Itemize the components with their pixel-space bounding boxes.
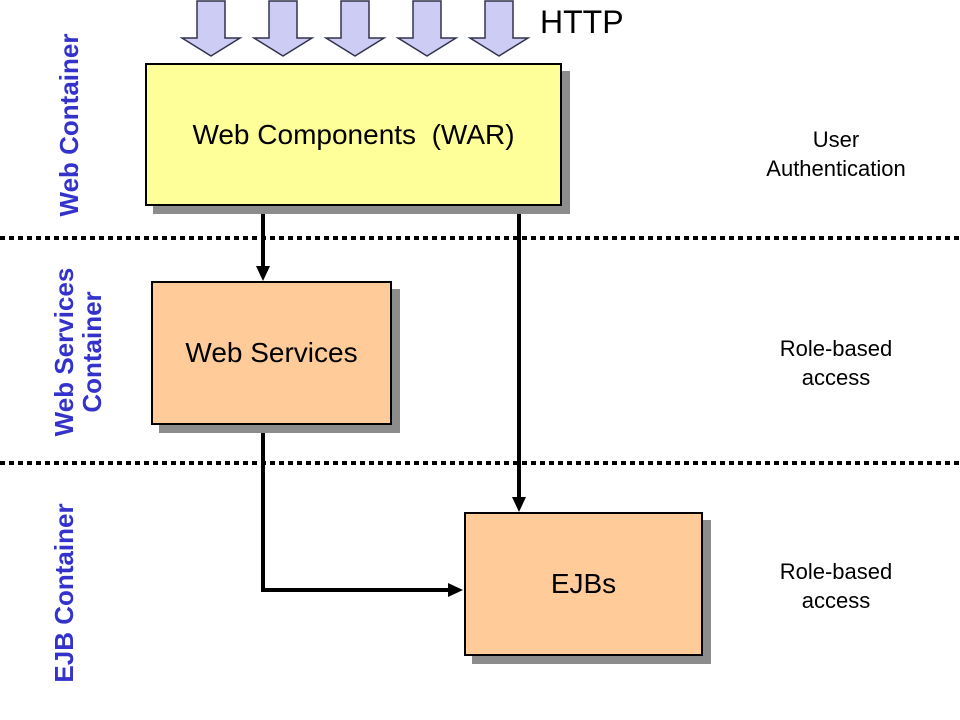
- http-flow-arrows: [179, 0, 531, 57]
- band-label-line: Container: [77, 291, 107, 413]
- down-block-arrow-icon: [323, 0, 387, 57]
- annotation-line: access: [801, 365, 871, 390]
- down-block-arrow-icon: [179, 0, 243, 57]
- down-block-arrow-icon: [467, 0, 531, 57]
- annotation-line: Role-based: [779, 559, 893, 584]
- band-label-line: Web Services: [49, 267, 79, 437]
- role-based-access-label-1: Role-based access: [726, 334, 946, 392]
- band-label-web-services-container: Web Services Container: [49, 222, 107, 482]
- annotation-line: User: [812, 127, 860, 152]
- connector-webservices-to-ejbs: [261, 420, 449, 592]
- arrowhead-icon: [448, 583, 463, 597]
- annotation-line: access: [801, 588, 871, 613]
- annotation-line: Authentication: [766, 156, 906, 181]
- web-services-box: Web Services: [151, 281, 392, 425]
- arrowhead-icon: [256, 266, 270, 281]
- arrowhead-icon: [512, 497, 526, 512]
- web-components-box-label: Web Components (WAR): [192, 118, 515, 150]
- web-services-box-label: Web Services: [185, 337, 358, 368]
- annotation-line: Role-based: [779, 336, 893, 361]
- web-components-box: Web Components (WAR): [145, 63, 562, 206]
- down-block-arrow-icon: [395, 0, 459, 57]
- down-block-arrow-icon: [251, 0, 315, 57]
- ejbs-box-label: EJBs: [550, 568, 617, 599]
- band-label-web-container: Web Container: [54, 33, 84, 217]
- ejbs-box: EJBs: [464, 512, 703, 656]
- band-label-ejb-container: EJB Container: [49, 503, 79, 683]
- user-authentication-label: User Authentication: [726, 125, 946, 183]
- container-divider-dotted-line: [0, 461, 960, 465]
- role-based-access-label-2: Role-based access: [726, 557, 946, 615]
- container-divider-dotted-line: [0, 236, 960, 240]
- http-label: HTTP: [540, 4, 624, 40]
